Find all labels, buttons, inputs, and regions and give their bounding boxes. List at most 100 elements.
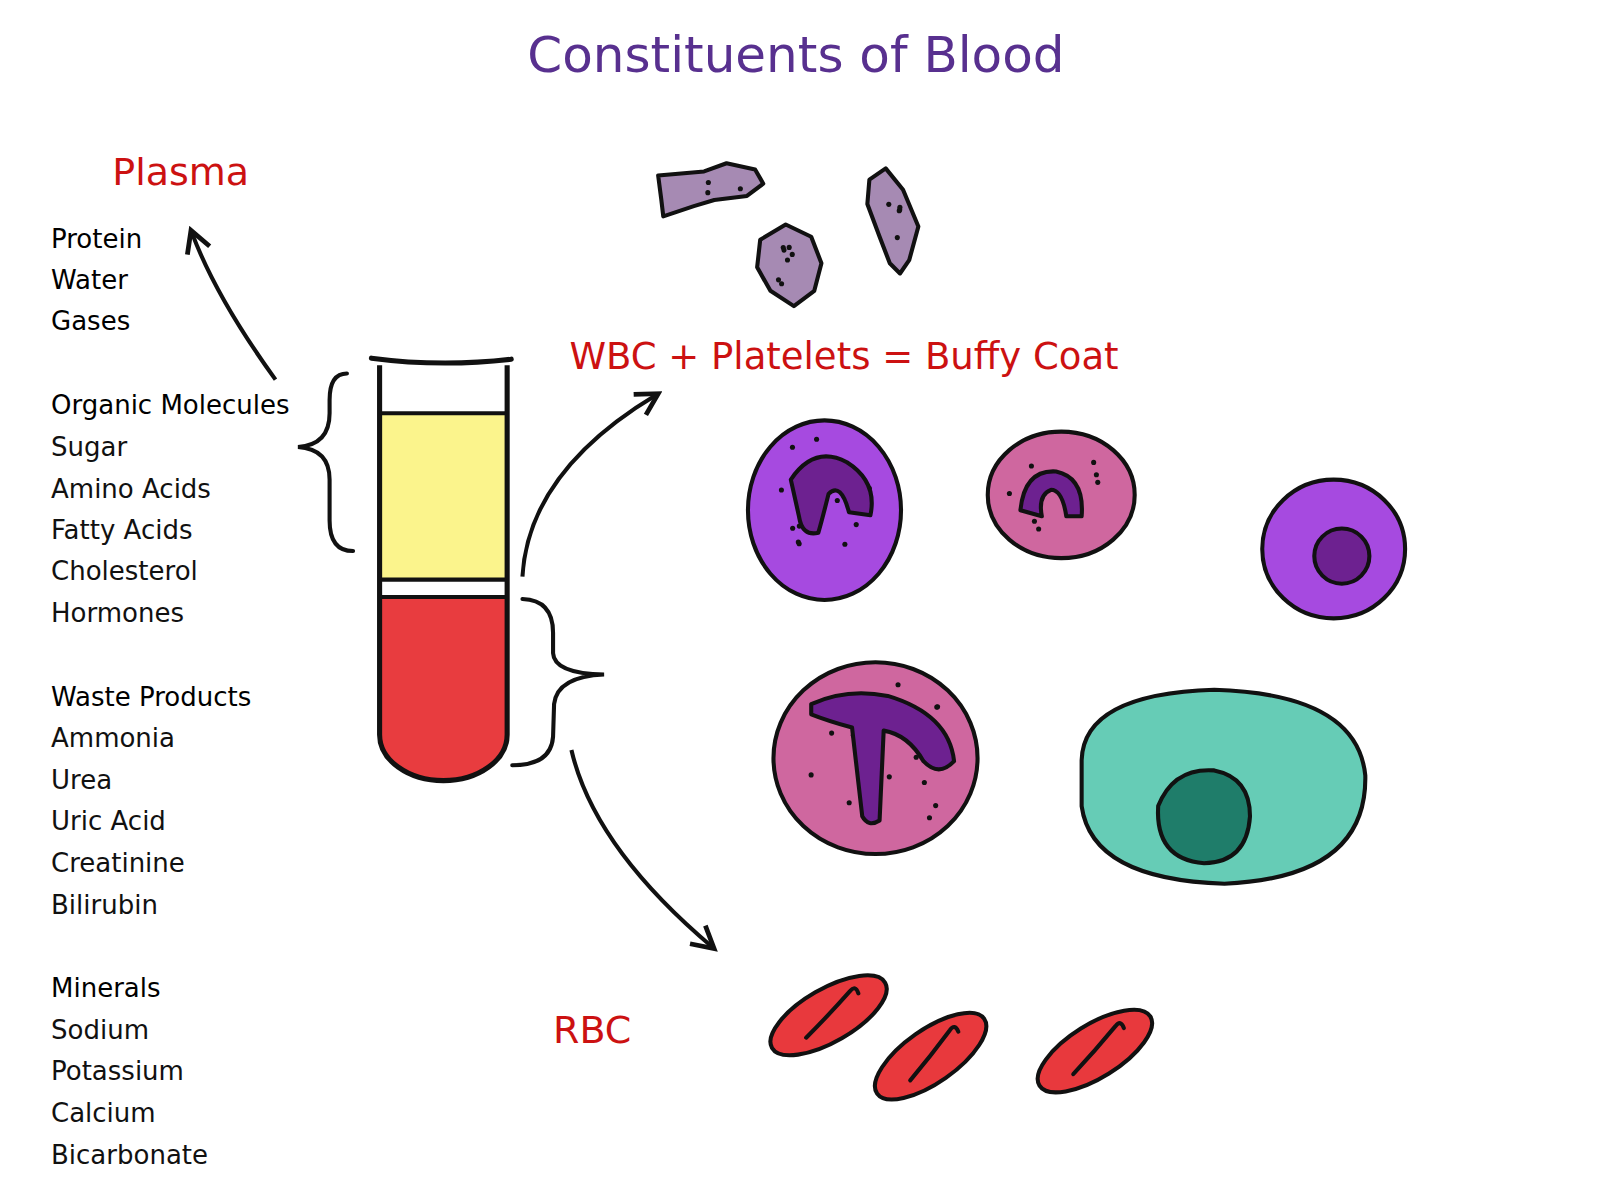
granule-dot: [787, 245, 792, 250]
granule-dot: [842, 542, 847, 547]
group-heading: Protein: [51, 225, 142, 255]
section-heading: RBC: [553, 1009, 631, 1053]
granule-dot: [854, 522, 859, 527]
list-item: Uric Acid: [51, 807, 166, 837]
list-item: Sugar: [51, 433, 127, 463]
list-item: Creatinine: [51, 849, 185, 879]
granule-dot: [785, 257, 790, 262]
wbc-cell: [988, 432, 1135, 559]
group-heading: Minerals: [51, 974, 161, 1004]
cells-brace: [512, 599, 604, 765]
granule-dots: [779, 437, 872, 547]
layer-line: [380, 595, 508, 599]
list-item: Ammonia: [51, 724, 175, 754]
granule-dot: [922, 780, 927, 785]
granule-dot: [886, 202, 891, 207]
granule-dot: [895, 682, 900, 687]
granule-dot: [814, 437, 819, 442]
granule-dot: [781, 248, 786, 253]
wbc-cell: [1082, 690, 1366, 884]
list-item: Calcium: [51, 1099, 156, 1129]
list-item: Sodium: [51, 1016, 149, 1046]
granule-dot: [835, 498, 840, 503]
rbc-arrow: [571, 750, 712, 947]
list-item: Hormones: [51, 599, 184, 629]
white-blood-cells: [748, 420, 1405, 883]
wbc-nucleus: [1158, 770, 1250, 863]
buffy-coat-arrow: [522, 395, 656, 577]
wbc-nucleus: [811, 693, 954, 823]
plasma-layer: [367, 413, 520, 579]
platelet: [658, 163, 763, 216]
granule-dot: [887, 774, 892, 779]
granule-dot: [705, 190, 710, 195]
list-item: Fatty Acids: [51, 516, 192, 546]
plasma-arrow: [192, 233, 276, 380]
list-item: Urea: [51, 766, 112, 796]
wbc-nucleus: [1020, 471, 1082, 516]
red-blood-cells: [759, 960, 1165, 1116]
tube-top-air: [367, 347, 520, 413]
granule-dot: [1095, 480, 1100, 485]
layer-line: [380, 578, 508, 582]
granule-dot: [790, 252, 795, 257]
granule-dot: [779, 487, 784, 492]
wbc-cell: [773, 662, 977, 854]
plasma-brace: [298, 373, 353, 551]
granule-dot: [1091, 460, 1096, 465]
section-heading: Plasma: [112, 152, 249, 196]
granule-dots: [1007, 460, 1100, 532]
section-heading: WBC + Platelets = Buffy Coat: [569, 336, 1118, 379]
diagram-title: Constituents of Blood: [527, 27, 1064, 85]
list-item: Potassium: [51, 1057, 184, 1087]
wbc-nucleus: [1314, 529, 1369, 584]
platelets: [658, 163, 918, 306]
granule-dot: [847, 800, 852, 805]
granule-dot: [790, 445, 795, 450]
granule-dot: [1036, 526, 1041, 531]
group-heading: Waste Products: [51, 683, 251, 713]
granule-dots: [886, 202, 902, 240]
tube-outline: [380, 365, 508, 780]
rbc-cell: [759, 960, 899, 1071]
granule-dot: [790, 526, 795, 531]
group-heading: Organic Molecules: [51, 391, 290, 421]
granule-dot: [1032, 519, 1037, 524]
granule-dots: [705, 180, 743, 195]
granule-dot: [897, 205, 902, 210]
granule-dot: [927, 815, 932, 820]
wbc-cell: [748, 420, 901, 600]
granule-dot: [933, 803, 938, 808]
granule-dot: [738, 186, 743, 191]
granule-dot: [935, 704, 940, 709]
group-heading: Water: [51, 266, 128, 296]
list-item: Cholesterol: [51, 557, 198, 587]
list-item: Bilirubin: [51, 891, 158, 921]
rbc-layer: [367, 597, 520, 801]
test-tube: [367, 347, 520, 801]
platelet: [757, 224, 821, 306]
granule-dot: [829, 731, 834, 736]
granule-dot: [1007, 491, 1012, 496]
rbc-cell: [862, 997, 999, 1115]
tube-rim: [371, 358, 511, 363]
granule-dot: [1094, 472, 1099, 477]
granule-dot: [776, 277, 781, 282]
group-heading: Gases: [51, 307, 130, 337]
granule-dot: [934, 705, 939, 710]
rbc-cell: [1025, 994, 1164, 1108]
platelet: [867, 168, 918, 273]
layer-line: [380, 411, 508, 415]
granule-dot: [809, 772, 814, 777]
granule-dot: [797, 541, 802, 546]
wbc-nucleus: [791, 456, 872, 533]
granule-dot: [895, 235, 900, 240]
granule-dot: [1029, 463, 1034, 468]
buffy-coat-layer: [367, 580, 520, 597]
granule-dots: [776, 245, 795, 286]
granule-dot: [706, 180, 711, 185]
list-item: Amino Acids: [51, 475, 211, 505]
wbc-cell: [1262, 480, 1405, 619]
list-item: Bicarbonate: [51, 1141, 208, 1171]
